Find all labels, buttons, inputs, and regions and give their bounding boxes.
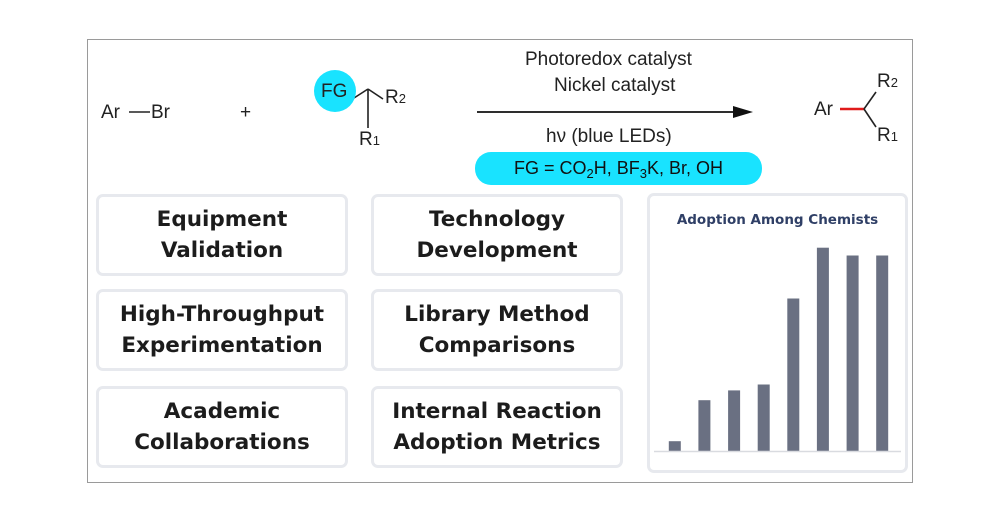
tile-high-throughput-experimentation: High-Throughput Experimentation bbox=[96, 289, 348, 371]
tile-label: Internal Reaction Adoption Metrics bbox=[392, 399, 602, 455]
tile-equipment-validation: Equipment Validation bbox=[96, 194, 348, 276]
chart-bar-8 bbox=[876, 255, 889, 451]
tile-label: Academic Collaborations bbox=[134, 399, 310, 455]
product-r1: R1 bbox=[877, 125, 898, 146]
tile-label: Library Method Comparisons bbox=[404, 302, 590, 358]
product-r1-bond bbox=[863, 108, 877, 128]
tile-label: High-Throughput Experimentation bbox=[119, 302, 325, 358]
tile-academic-collaborations: Academic Collaborations bbox=[96, 386, 348, 468]
graphical-abstract-frame: Ar Br + FG R2 R1 Photoredox catalyst Nic… bbox=[87, 39, 913, 483]
reaction-arrow-head bbox=[733, 106, 753, 118]
chart-bar-1 bbox=[668, 441, 681, 451]
fg-highlight-circle bbox=[314, 70, 356, 112]
fg-definition-text: FG = CO2H, BF3K, Br, OH bbox=[513, 158, 724, 181]
condition-photoredox: Photoredox catalyst bbox=[525, 49, 692, 70]
reactant2-fg: FG bbox=[321, 81, 348, 102]
tile-technology-development: Technology Development bbox=[371, 194, 623, 276]
reaction-bonds bbox=[129, 88, 877, 128]
tile-library-method-comparisons: Library Method Comparisons bbox=[371, 289, 623, 371]
adoption-chart-panel: Adoption Among Chemists bbox=[647, 193, 908, 473]
reactant2-r1: R1 bbox=[359, 129, 380, 150]
chart-bar-7 bbox=[846, 255, 859, 451]
carbon-r2-bond bbox=[367, 88, 384, 100]
plus-sign: + bbox=[240, 102, 252, 123]
adoption-bar-chart bbox=[654, 247, 901, 453]
chart-bar-6 bbox=[816, 247, 829, 451]
product-ar: Ar bbox=[814, 99, 833, 120]
product-r2-bond bbox=[863, 91, 877, 110]
chart-bar-4 bbox=[757, 384, 770, 451]
chart-title: Adoption Among Chemists bbox=[676, 212, 879, 228]
fg-definition-pill: FG = CO2H, BF3K, Br, OH bbox=[475, 152, 762, 185]
tile-label: Technology Development bbox=[416, 207, 578, 263]
tile-label: Equipment Validation bbox=[156, 207, 288, 263]
reactant1-ar: Ar bbox=[101, 102, 120, 123]
condition-light: hν (blue LEDs) bbox=[546, 126, 672, 147]
chart-bar-3 bbox=[728, 390, 741, 451]
condition-nickel: Nickel catalyst bbox=[554, 75, 676, 96]
tile-internal-reaction-adoption-metrics: Internal Reaction Adoption Metrics bbox=[371, 386, 623, 468]
product-r2: R2 bbox=[877, 71, 898, 92]
reactant1-br: Br bbox=[151, 102, 170, 123]
fg-carbon-bond bbox=[353, 88, 369, 99]
reactant2-r2: R2 bbox=[385, 87, 406, 108]
chart-bar-5 bbox=[787, 298, 800, 451]
chart-bar-2 bbox=[698, 400, 711, 451]
